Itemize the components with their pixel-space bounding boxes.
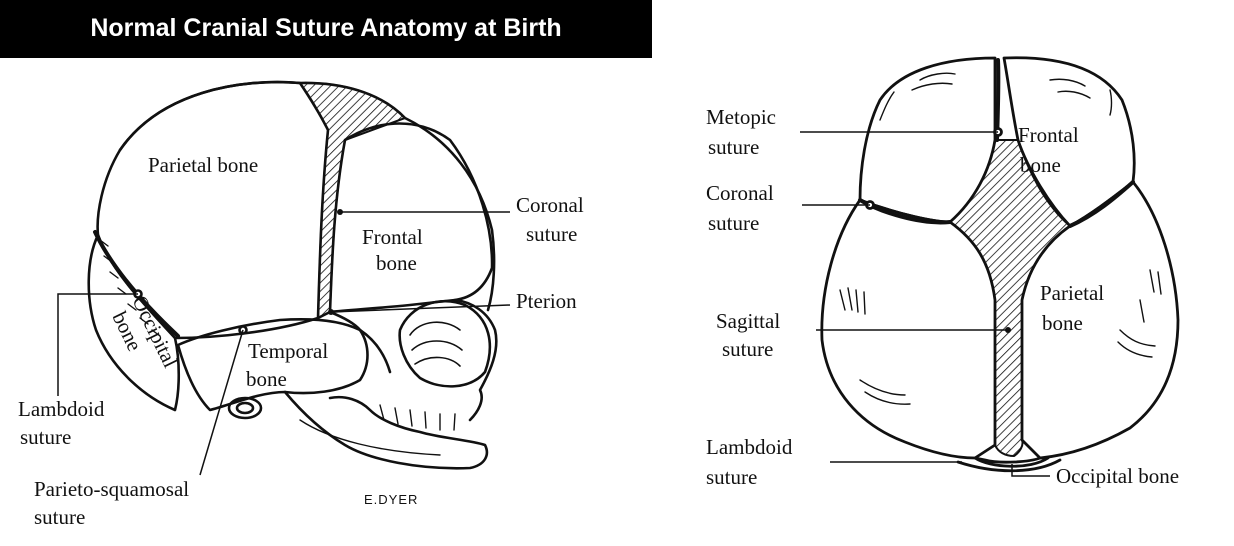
- top-label-sagittal-suture-2: suture: [722, 337, 773, 361]
- diagram-title: Normal Cranial Suture Anatomy at Birth: [90, 14, 562, 42]
- top-label-coronal-suture-1: Coronal: [706, 181, 774, 205]
- top-label-frontal-bone-2: bone: [1020, 153, 1061, 177]
- lateral-label-coronal-suture-2: suture: [526, 222, 577, 246]
- lateral-leader-lines: [57, 211, 511, 476]
- top-label-occipital-bone: Occipital bone: [1056, 464, 1179, 488]
- top-occipital-bone: [973, 456, 1050, 468]
- lateral-label-temporal-bone-2: bone: [246, 367, 287, 391]
- lateral-label-temporal-bone-1: Temporal: [248, 339, 328, 363]
- lateral-label-frontal-bone-1: Frontal: [362, 225, 423, 249]
- lateral-skull-drawing: [87, 80, 498, 470]
- top-label-parietal-bone-2: bone: [1042, 311, 1083, 335]
- lateral-label-frontal-bone-2: bone: [376, 251, 417, 275]
- top-left-parietal-bone: [820, 198, 997, 460]
- top-leader-lines: [800, 131, 1050, 477]
- top-label-lambdoid-suture-2: suture: [706, 465, 757, 489]
- top-label-parietal-bone-1: Parietal: [1040, 281, 1104, 305]
- lateral-label-parieto-squamosal-1: Parieto-squamosal: [34, 477, 189, 501]
- lateral-label-pterion: Pterion: [516, 289, 577, 313]
- lateral-label-coronal-suture-1: Coronal: [516, 193, 584, 217]
- top-label-metopic-suture-2: suture: [708, 135, 759, 159]
- lateral-coronal-band: [299, 81, 406, 319]
- top-label-frontal-bone-1: Frontal: [1018, 123, 1079, 147]
- artist-signature: E.DYER: [364, 492, 418, 507]
- lateral-frontal-bone: [328, 122, 494, 314]
- lateral-mandible: [283, 390, 489, 470]
- top-skull-drawing: [820, 56, 1180, 473]
- top-label-sagittal-suture-1: Sagittal: [716, 309, 780, 333]
- lateral-label-parietal-bone: Parietal bone: [148, 153, 258, 177]
- lateral-label-lambdoid-suture-2: suture: [20, 425, 71, 449]
- lateral-temporal-bone: [176, 318, 369, 412]
- top-label-coronal-suture-2: suture: [708, 211, 759, 235]
- top-label-metopic-suture-1: Metopic: [706, 105, 776, 129]
- lateral-label-lambdoid-suture-1: Lambdoid: [18, 397, 105, 421]
- top-label-lambdoid-suture-1: Lambdoid: [706, 435, 793, 459]
- title-bar: [0, 0, 652, 58]
- lateral-label-parieto-squamosal-2: suture: [34, 505, 85, 529]
